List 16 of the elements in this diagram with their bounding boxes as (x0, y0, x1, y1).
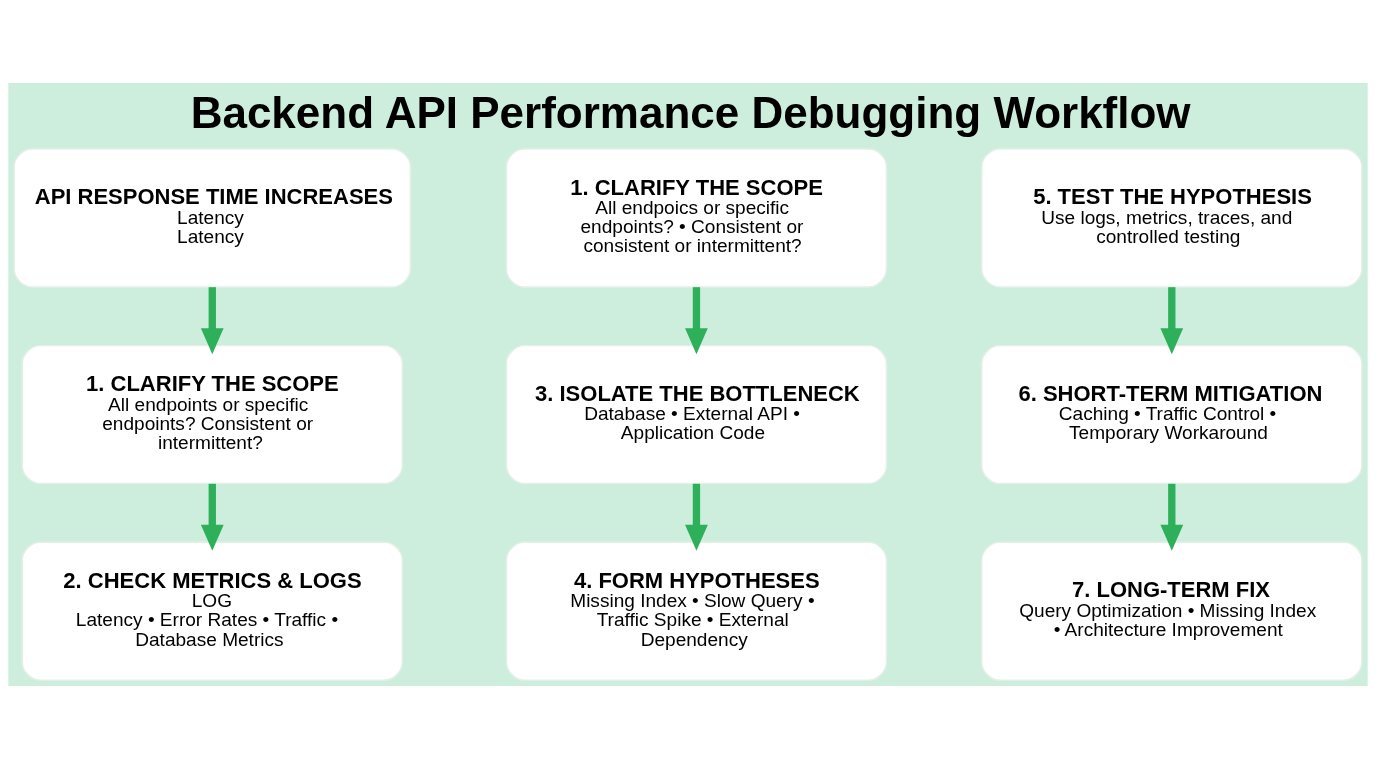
arrow (1160, 286, 1184, 354)
node-box: API RESPONSE TIME INCREASES Latency Latency (13, 147, 412, 288)
arrow (200, 483, 224, 551)
diagram-title: Backend API Performance Debugging Workflow (190, 87, 1191, 137)
node-box: 7. LONG-TERM FIX Query Optimization • Missing Index • Architecture Improvement (981, 541, 1363, 681)
node-box: 1. CLARIFY THE SCOPE All endpoints or specific endpoints? Consistent or intermittent? (21, 344, 403, 484)
node-box: 6. SHORT-TERM MITIGATION Caching • Traffic Control • Temporary Workaround (981, 344, 1363, 484)
node-box: 2. CHECK METRICS & LOGS LOG Latency • Error Rates • Traffic • Database Metrics (21, 541, 403, 681)
arrow (685, 286, 708, 354)
arrow (1160, 483, 1184, 551)
node-box: 3. ISOLATE THE BOTTLENECK Database • External API • Application Code (505, 344, 888, 484)
node-box: 4. FORM HYPOTHESES Missing Index • Slow Query • Traffic Spike • External Dependency (505, 541, 888, 681)
arrow (685, 483, 708, 551)
node-box: 5. TEST THE HYPOTHESIS Use logs, metrics, traces, and controlled testing (981, 147, 1363, 288)
arrow (200, 286, 224, 354)
node-box: 1. CLARIFY THE SCOPE All endpoics or specific endpoints? • Consistent or consistent or intermittent? (505, 147, 888, 288)
